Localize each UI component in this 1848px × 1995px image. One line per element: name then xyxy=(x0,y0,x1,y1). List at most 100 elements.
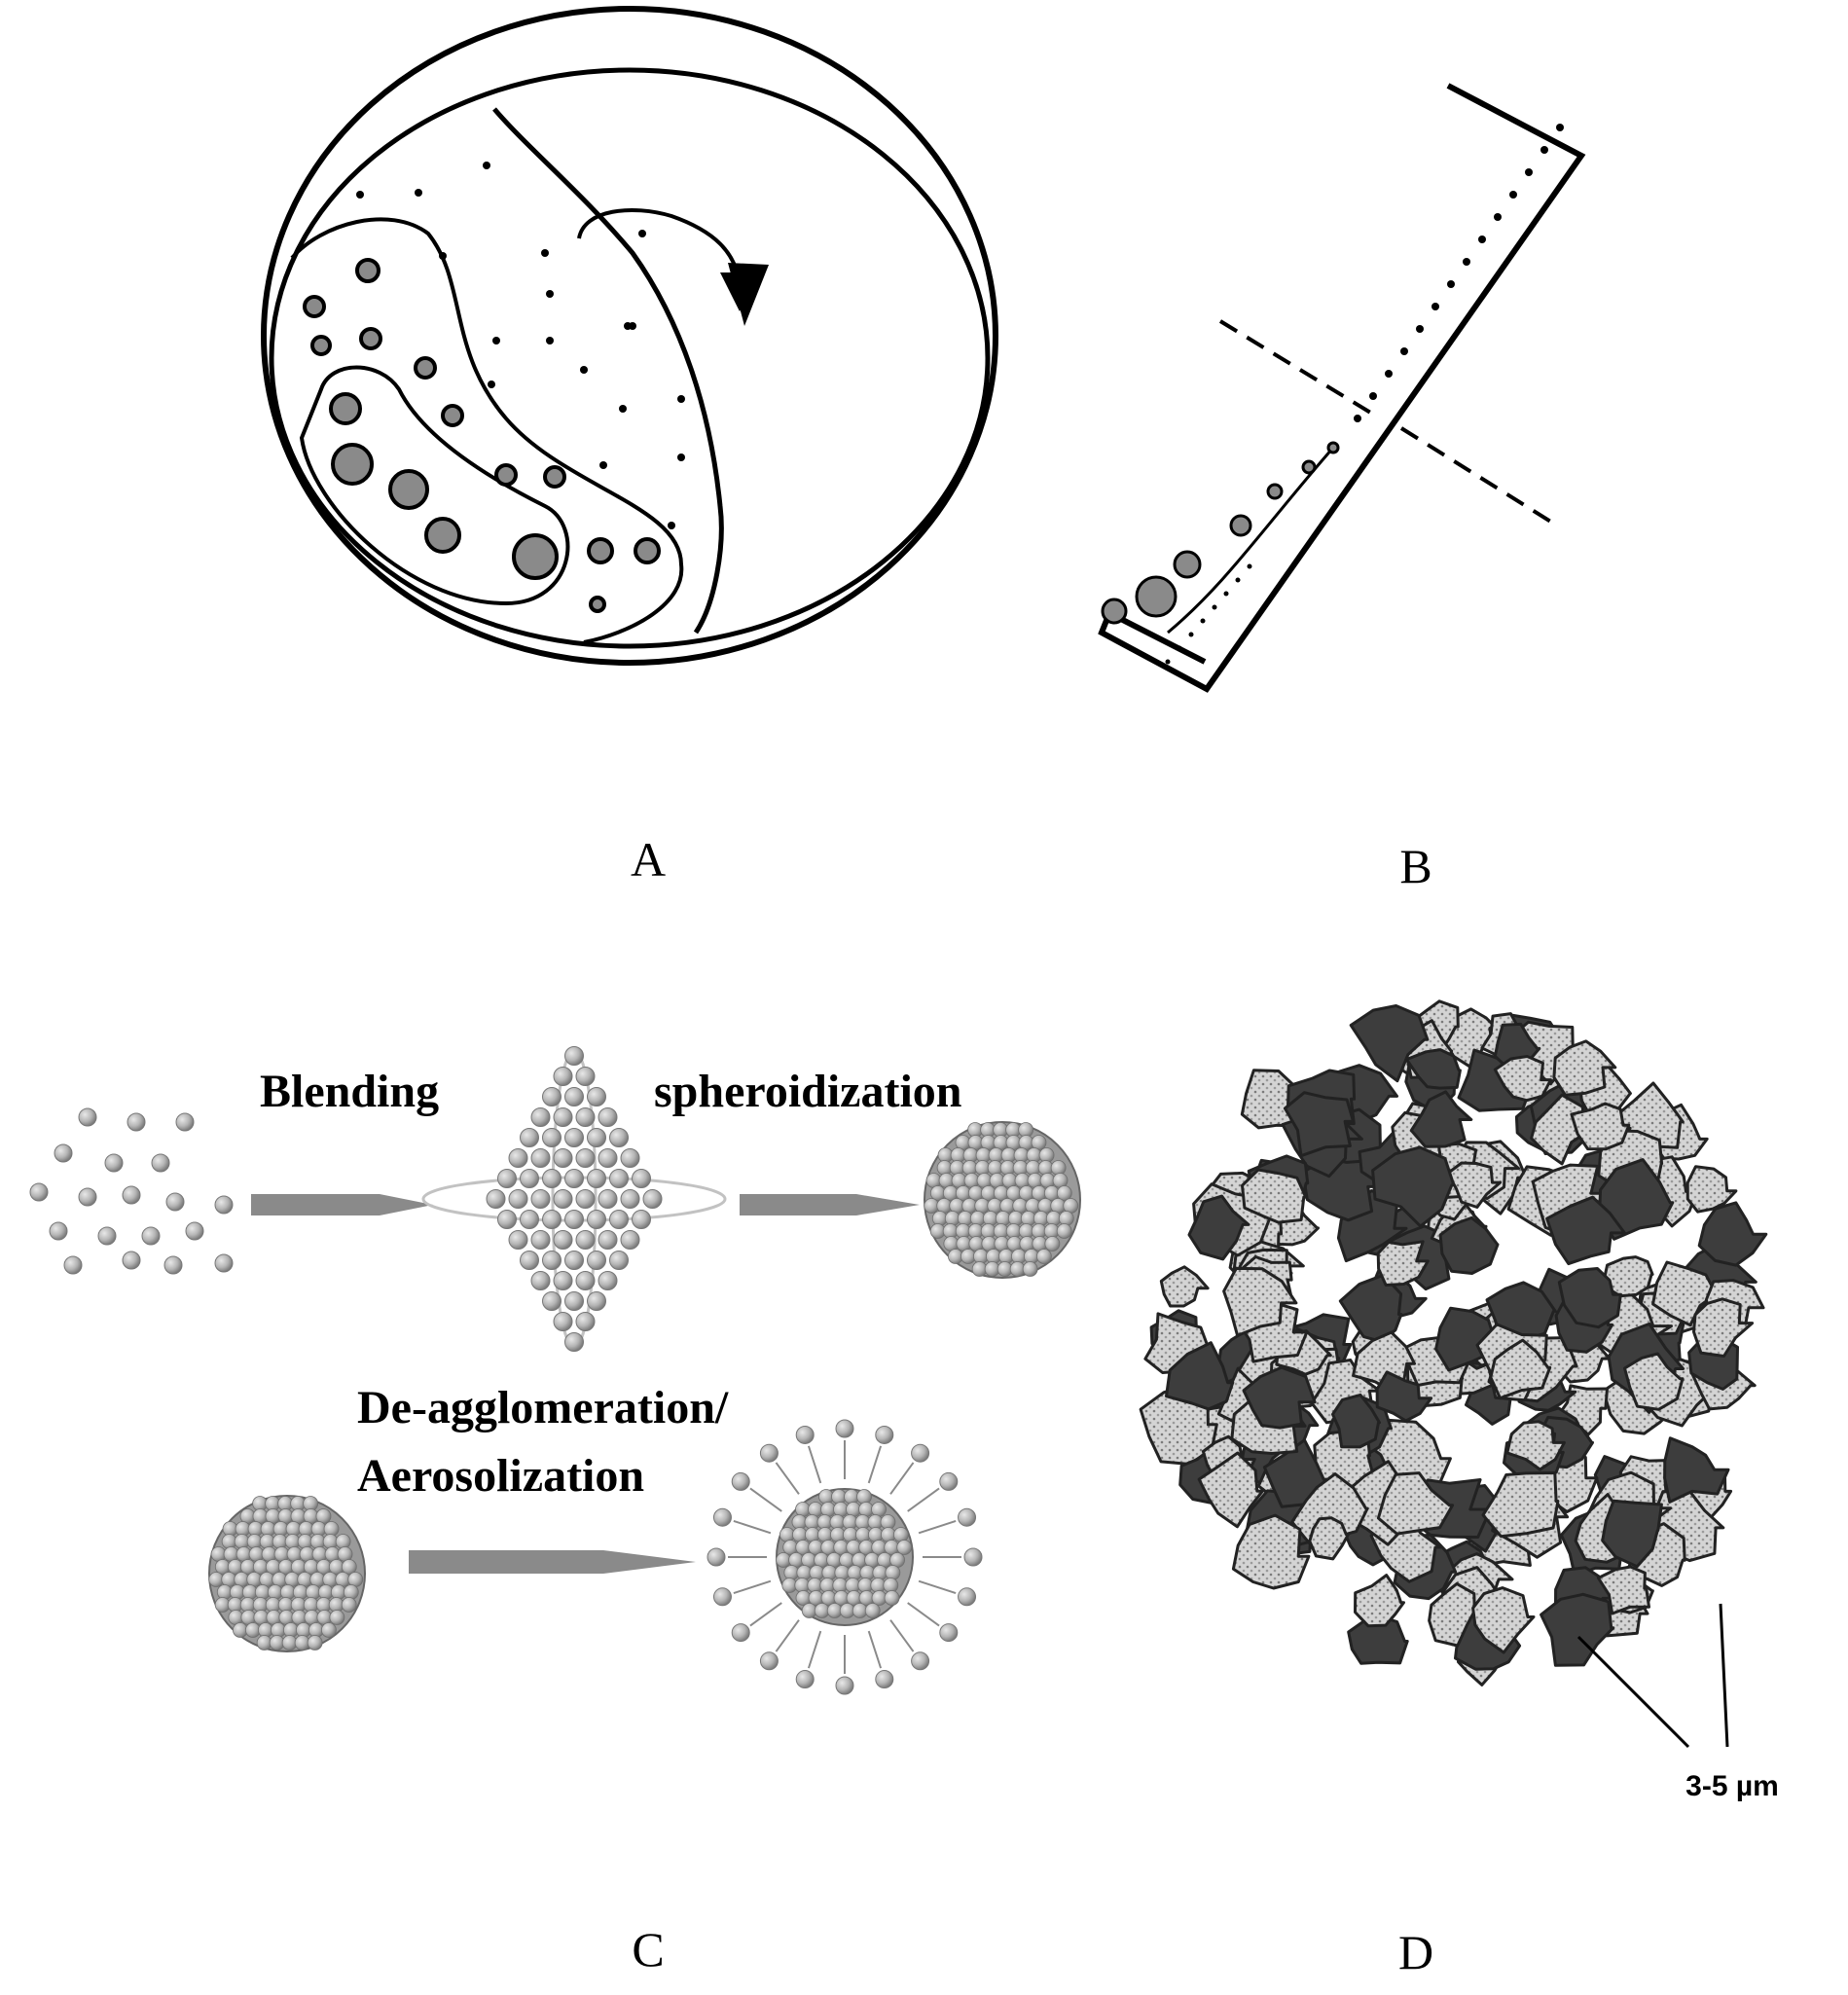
arrow-blending xyxy=(251,1194,433,1215)
ejected-particle xyxy=(835,1676,854,1695)
fine-particle xyxy=(668,522,675,529)
ejected-particle xyxy=(939,1623,959,1643)
ejected-particle xyxy=(712,1507,732,1527)
granule xyxy=(388,469,429,510)
loose-particle xyxy=(54,1143,73,1163)
cluster-particle xyxy=(575,1312,596,1331)
blended-particle-cluster xyxy=(486,1046,663,1352)
agglomerate-particle xyxy=(1428,1581,1476,1648)
agglomerate-particle xyxy=(1376,1471,1455,1536)
cluster-particle xyxy=(553,1271,573,1290)
tray-granule xyxy=(1266,483,1284,500)
agglomerate-particle xyxy=(856,1489,872,1505)
cluster-particle xyxy=(609,1210,629,1229)
cluster-particle xyxy=(553,1312,573,1331)
agglomerate-particle xyxy=(1557,1267,1622,1329)
cluster-particle xyxy=(642,1189,663,1209)
tray-fine-particle xyxy=(1447,280,1455,288)
ejected-particle xyxy=(958,1587,977,1607)
granule xyxy=(441,404,464,427)
cluster-particle xyxy=(520,1169,539,1188)
step-label-spheroidization: spheroidization xyxy=(654,1066,962,1117)
cluster-particle xyxy=(598,1107,618,1127)
cluster-particle xyxy=(587,1128,606,1147)
step-label-blending: Blending xyxy=(260,1066,439,1117)
cluster-particle xyxy=(553,1148,573,1168)
loose-particle xyxy=(97,1226,117,1246)
agglomerate-particle xyxy=(1481,1471,1560,1539)
agglomerate-particles xyxy=(1139,999,1768,1687)
granule xyxy=(310,335,332,356)
cluster-particle xyxy=(564,1169,584,1188)
agglomerate-particle xyxy=(1376,1240,1430,1287)
agglomerate-particle xyxy=(1375,1370,1433,1423)
cluster-particle xyxy=(542,1087,562,1106)
panel-letter-d: D xyxy=(1398,1925,1433,1979)
cluster-particle xyxy=(609,1128,629,1147)
ejection-trail xyxy=(867,1445,883,1484)
loose-particle xyxy=(141,1226,161,1246)
spheroid-agglomerate xyxy=(924,1121,1081,1279)
cluster-particle xyxy=(542,1210,562,1229)
tray-fine-particle xyxy=(1509,191,1517,199)
fine-particle xyxy=(546,290,554,298)
agglomerate-particle xyxy=(1697,1201,1768,1267)
tray-granule xyxy=(1135,575,1178,618)
tray-fine-particle xyxy=(1212,604,1217,610)
cluster-particle xyxy=(564,1291,584,1311)
tray-fine-particle xyxy=(1431,303,1439,310)
agglomerate-particle xyxy=(1056,1223,1072,1239)
tray-fine-particle xyxy=(1247,563,1252,569)
tray-fine-particle xyxy=(1235,577,1241,583)
dashed-axis-2 xyxy=(1399,426,1559,527)
cluster-particle xyxy=(564,1128,584,1147)
scale-label: 3-5 µm xyxy=(1685,1770,1779,1802)
panel-d-agglomerate: 3-5 µm D xyxy=(1139,999,1779,1979)
agglomerate-particle xyxy=(1505,1420,1566,1471)
agglomerate-particle xyxy=(1354,1574,1405,1628)
agglomerate-particle xyxy=(1231,1513,1311,1590)
rotation-arrow-head xyxy=(728,263,769,326)
cluster-particle xyxy=(530,1107,551,1127)
loose-particle xyxy=(214,1195,234,1215)
cluster-particle xyxy=(553,1189,573,1209)
ejection-trail xyxy=(733,1519,772,1535)
arrow-deagglomeration xyxy=(409,1550,696,1574)
step-label-aerosolization: Aerosolization xyxy=(357,1450,644,1502)
agglomerate-particle xyxy=(892,1527,909,1542)
agglomerate-particle xyxy=(1197,1451,1265,1529)
cluster-particle xyxy=(632,1169,651,1188)
tray-fine-particle xyxy=(1354,415,1361,422)
agglomerate-particle xyxy=(1056,1185,1072,1201)
loose-particle xyxy=(163,1255,183,1275)
agglomerate-particle xyxy=(343,1584,359,1600)
ejected-particle xyxy=(731,1623,750,1643)
dish-outer-rim xyxy=(261,6,998,666)
cluster-particle xyxy=(542,1291,562,1311)
agglomerate-particle xyxy=(1283,1091,1356,1158)
granule xyxy=(355,258,380,283)
fine-particle xyxy=(356,191,364,199)
cluster-particle xyxy=(598,1230,618,1250)
granule xyxy=(494,463,518,487)
ejected-particle xyxy=(731,1471,750,1491)
cluster-particle xyxy=(553,1230,573,1250)
ejected-particle xyxy=(958,1507,977,1527)
agglomerate-particle xyxy=(1570,1102,1631,1151)
scale-pointer-2 xyxy=(1719,1603,1729,1748)
tray-fine-particle xyxy=(1177,645,1182,651)
agglomerate-particle xyxy=(896,1540,913,1555)
agglomerate-particle xyxy=(1036,1249,1052,1264)
cluster-particle xyxy=(508,1230,528,1250)
loose-particle xyxy=(29,1182,49,1202)
panel-b-inclined-tray: B xyxy=(1098,83,1586,893)
ejected-particle xyxy=(939,1471,959,1491)
cluster-particle xyxy=(497,1210,517,1229)
fine-particle xyxy=(624,322,632,330)
tray-fine-particle xyxy=(1416,325,1424,333)
ejection-trail xyxy=(807,1445,822,1484)
cluster-particle xyxy=(575,1148,596,1168)
dish-inner-rim xyxy=(269,67,991,649)
cluster-particle xyxy=(542,1169,562,1188)
